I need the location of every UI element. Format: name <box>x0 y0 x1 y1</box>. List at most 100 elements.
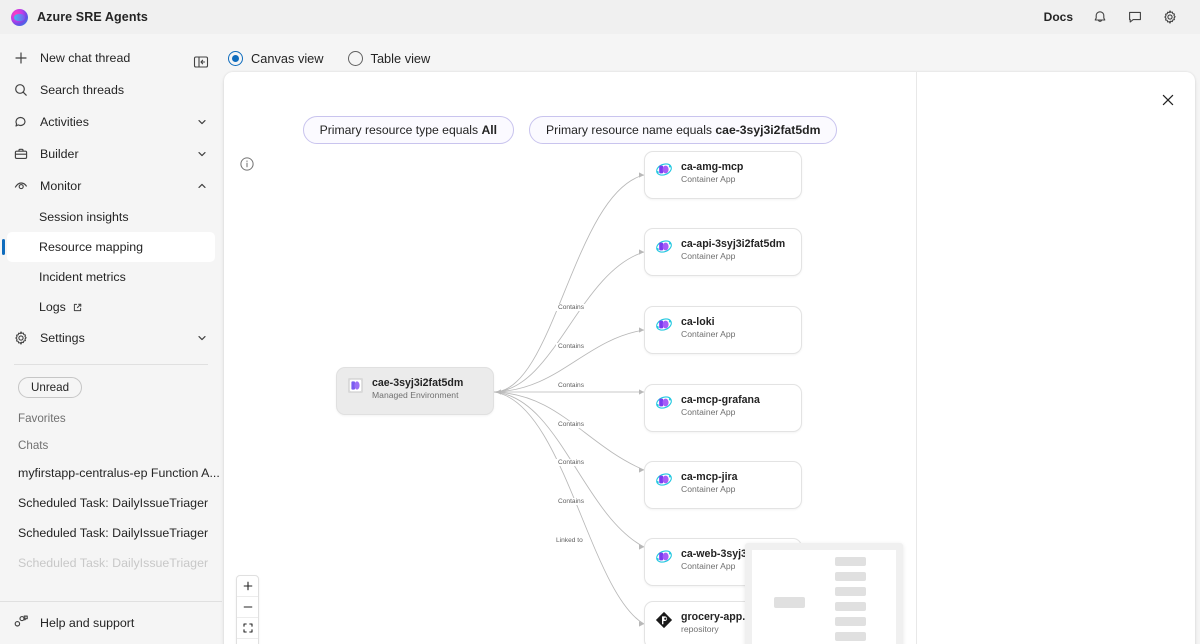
container-app-icon <box>655 238 673 255</box>
radio-label: Canvas view <box>251 50 324 66</box>
node-type: Container App <box>681 251 736 261</box>
node-type: Container App <box>681 174 736 184</box>
search-icon <box>12 82 29 99</box>
graph-node-target[interactable]: ca-loki Container App <box>644 306 802 354</box>
resource-map-canvas-card: Primary resource type equals All Primary… <box>224 72 1195 644</box>
edge-label: Contains <box>556 498 587 505</box>
git-repository-icon <box>655 611 673 629</box>
sidebar-item-label: Monitor <box>40 179 82 193</box>
canvas-details-divider <box>916 72 917 644</box>
help-and-support-label: Help and support <box>40 616 135 630</box>
sidebar-item-new-chat-thread[interactable]: New chat thread <box>0 42 222 74</box>
filter-pill-text: Primary resource type equals <box>319 123 482 137</box>
sidebar-item-label: New chat thread <box>40 51 131 65</box>
node-text: cae-3syj3i2fat5dm Managed Environment <box>372 377 463 401</box>
gear-icon[interactable] <box>1161 9 1178 26</box>
view-toggle-group: Canvas view Table view <box>222 34 1200 72</box>
radio-canvas-view[interactable]: Canvas view <box>228 50 324 66</box>
filter-pill-text: Primary resource name equals <box>546 123 716 137</box>
edge-label: Contains <box>556 343 587 350</box>
node-text: ca-mcp-grafana Container App <box>681 394 760 418</box>
filter-pill-value: cae-3syj3i2fat5dm <box>715 123 821 137</box>
plus-icon <box>12 50 29 67</box>
sidebar-item-activities[interactable]: Activities <box>0 106 222 138</box>
canvas-zoom-controls <box>236 575 259 644</box>
skeleton-bar <box>835 587 866 596</box>
graph-node-target[interactable]: ca-api-3syj3i2fat5dm Container App <box>644 228 802 276</box>
radio-indicator <box>228 50 243 66</box>
top-bar-actions: Docs <box>1044 9 1200 26</box>
filter-pill-resource-type[interactable]: Primary resource type equals All <box>302 116 515 144</box>
close-icon[interactable] <box>1158 90 1178 110</box>
node-text: grocery-app.git repository <box>681 611 758 635</box>
chat-icon[interactable] <box>1126 9 1143 26</box>
brand[interactable]: Azure SRE Agents <box>0 8 148 26</box>
radio-indicator <box>347 50 363 66</box>
help-and-support-button[interactable]: Help and support <box>0 602 222 644</box>
panel-collapse-icon[interactable] <box>192 53 210 71</box>
graph-node-target[interactable]: ca-amg-mcp Container App <box>644 151 802 199</box>
sidebar-item-resource-mapping[interactable]: Resource mapping <box>2 232 215 262</box>
edge-label: Contains <box>556 304 587 311</box>
sidebar-item-search-threads[interactable]: Search threads <box>0 74 222 106</box>
favorites-group-label: Favorites <box>18 412 66 425</box>
skeleton-bar <box>835 557 866 566</box>
node-type: repository <box>681 624 719 634</box>
chat-list-item[interactable]: myfirstapp-centralus-ep Function A... <box>18 466 220 480</box>
unread-filter-button[interactable]: Unread <box>18 377 83 398</box>
container-app-icon <box>655 548 673 565</box>
node-type: Managed Environment <box>372 390 459 400</box>
node-name: ca-mcp-grafana <box>681 394 760 406</box>
sidebar: New chat thread Search threads Activitie… <box>0 34 222 644</box>
filter-pill-group: Primary resource type equals All Primary… <box>224 116 916 144</box>
skeleton-bar <box>835 602 866 611</box>
container-app-icon <box>655 394 673 411</box>
graph-node-target[interactable]: ca-mcp-jira Container App <box>644 461 802 509</box>
chat-list-item[interactable]: Scheduled Task: DailyIssueTriager <box>18 526 209 540</box>
node-type: Container App <box>681 561 736 571</box>
bell-icon[interactable] <box>1091 9 1108 26</box>
lock-canvas-button[interactable] <box>237 639 258 644</box>
info-icon[interactable] <box>239 156 255 172</box>
zoom-out-button[interactable] <box>237 597 258 618</box>
node-text: ca-mcp-jira Container App <box>681 471 738 495</box>
sidebar-bottom-divider <box>0 601 222 602</box>
sidebar-item-logs[interactable]: Logs <box>7 292 215 322</box>
managed-environment-icon <box>347 377 364 394</box>
node-name: ca-mcp-jira <box>681 471 738 483</box>
sidebar-item-session-insights[interactable]: Session insights <box>7 202 215 232</box>
graph-node-target[interactable]: ca-mcp-grafana Container App <box>644 384 802 432</box>
top-bar: Azure SRE Agents Docs <box>0 0 1200 34</box>
graph-edges <box>493 172 645 627</box>
chevron-down-icon[interactable] <box>196 148 208 160</box>
filter-pill-value: All <box>481 123 498 137</box>
details-loading-skeleton <box>745 543 903 644</box>
fit-view-button[interactable] <box>237 618 258 639</box>
eye-icon <box>12 178 29 195</box>
node-type: Container App <box>681 329 736 339</box>
sidebar-subitem-label: Logs <box>39 300 66 314</box>
sidebar-item-monitor[interactable]: Monitor <box>0 170 222 202</box>
docs-link[interactable]: Docs <box>1043 10 1073 24</box>
chevron-down-icon[interactable] <box>196 116 208 128</box>
chevron-up-icon[interactable] <box>196 180 208 192</box>
chevron-down-icon[interactable] <box>196 332 208 344</box>
sidebar-item-builder[interactable]: Builder <box>0 138 222 170</box>
help-support-icon <box>12 613 29 633</box>
node-name: ca-loki <box>681 316 715 328</box>
node-name: grocery-app.git <box>681 611 759 623</box>
radio-table-view[interactable]: Table view <box>347 50 430 66</box>
container-app-icon <box>655 161 673 178</box>
sidebar-item-label: Settings <box>40 331 85 345</box>
chat-list-item[interactable]: Scheduled Task: DailyIssueTriager <box>18 556 209 570</box>
filter-pill-resource-name[interactable]: Primary resource name equals cae-3syj3i2… <box>529 116 838 144</box>
resource-graph[interactable]: Contains Contains Contains Contains Cont… <box>224 72 1195 644</box>
chat-list-item[interactable]: Scheduled Task: DailyIssueTriager <box>18 496 209 510</box>
node-text: ca-amg-mcp Container App <box>681 161 743 185</box>
sidebar-item-settings[interactable]: Settings <box>0 322 222 354</box>
sidebar-item-incident-metrics[interactable]: Incident metrics <box>7 262 215 292</box>
skeleton-bar <box>774 597 805 608</box>
graph-node-source[interactable]: cae-3syj3i2fat5dm Managed Environment <box>336 367 494 415</box>
zoom-in-button[interactable] <box>237 576 258 597</box>
